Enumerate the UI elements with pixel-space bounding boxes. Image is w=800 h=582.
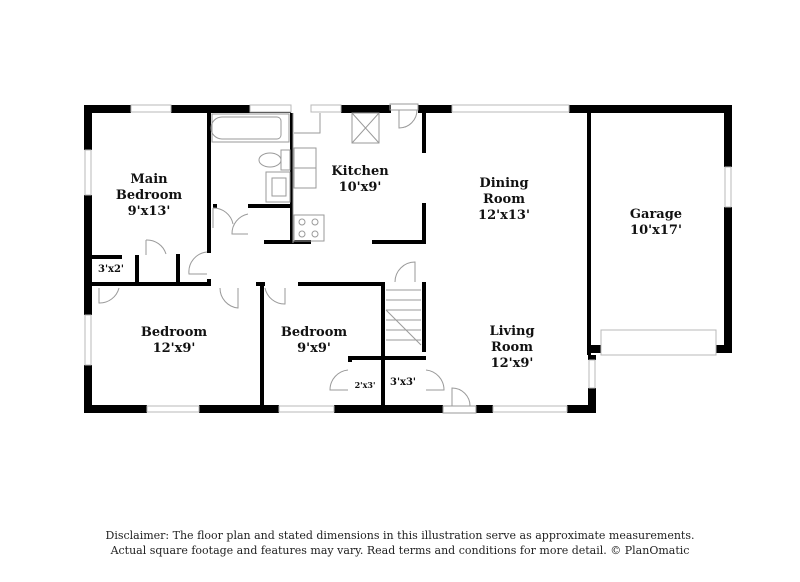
room-name: Garage (629, 207, 683, 222)
disclaimer-line-2: Actual square footage and features may v… (110, 544, 690, 557)
room-dimensions: 3'x3' (389, 377, 417, 388)
room-dimensions: 12'x9' (152, 341, 196, 356)
room-closet-3x2: 3'x2' (98, 264, 124, 276)
room-name: Kitchen (331, 164, 389, 179)
room-living: Living Room 12'x9' (489, 324, 534, 372)
fixtures (98, 103, 477, 414)
room-name: Bedroom (280, 325, 348, 340)
room-bedroom-12x9: Bedroom 12'x9' (141, 325, 207, 357)
room-bedroom-9x9: Bedroom 9'x9' (281, 325, 347, 357)
windows (84, 104, 732, 413)
room-name: Room (483, 192, 525, 207)
room-name: Living (489, 324, 535, 339)
room-name: Dining (479, 176, 529, 191)
room-dimensions: 10'x17' (630, 223, 682, 238)
room-name: Main (130, 172, 168, 187)
room-dimensions: 2'x3' (354, 380, 376, 390)
room-closet-2x3: 2'x3' (355, 380, 376, 390)
room-dimensions: 12'x13' (478, 208, 530, 223)
room-name: Bedroom (115, 188, 183, 203)
room-kitchen: Kitchen 10'x9' (331, 164, 388, 196)
room-dimensions: 9'x9' (297, 341, 331, 356)
room-dimensions: 12'x9' (490, 356, 534, 371)
walls (84, 105, 732, 413)
room-name: Room (491, 340, 533, 355)
room-name: Bedroom (140, 325, 208, 340)
room-garage: Garage 10'x17' (630, 207, 682, 239)
room-dimensions: 3'x2' (97, 264, 125, 275)
room-closet-3x3: 3'x3' (390, 377, 416, 389)
room-dimensions: 9'x13' (127, 204, 171, 219)
room-dining: Dining Room 12'x13' (478, 176, 530, 224)
room-dimensions: 10'x9' (338, 180, 382, 195)
disclaimer-line-1: Disclaimer: The floor plan and stated di… (105, 529, 695, 542)
room-main-bedroom: Main Bedroom 9'x13' (116, 172, 182, 220)
